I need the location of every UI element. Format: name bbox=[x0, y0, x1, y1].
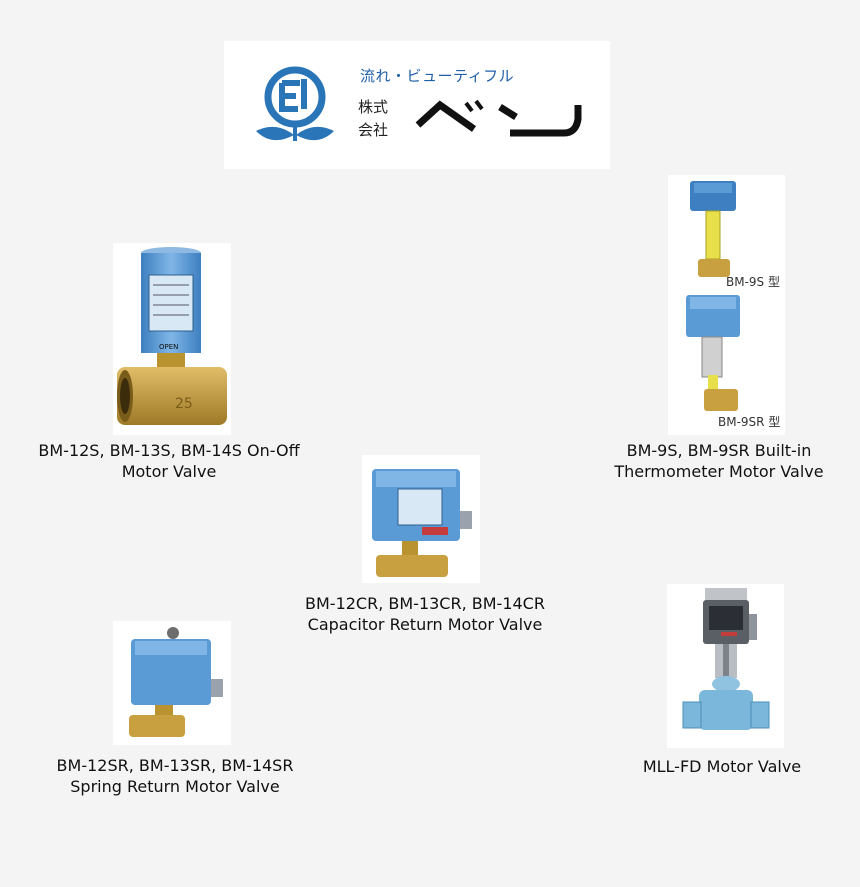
type-label-bm-9s: BM-9S 型 bbox=[726, 275, 780, 289]
mll-fd-motor-valve-image bbox=[682, 588, 770, 730]
caption-line: BM-9S, BM-9SR Built-in bbox=[626, 441, 812, 460]
product-image-bm-12cr bbox=[362, 455, 480, 583]
size-mark: 25 bbox=[175, 396, 193, 412]
caption-line: Motor Valve bbox=[121, 462, 217, 481]
product-caption-bm-12s: BM-12S, BM-13S, BM-14S On-Off Motor Valv… bbox=[20, 440, 318, 482]
product-caption-bm-12cr: BM-12CR, BM-13CR, BM-14CR Capacitor Retu… bbox=[270, 593, 580, 635]
spring-return-valve-image bbox=[129, 627, 223, 737]
logo-wordmark bbox=[415, 99, 582, 137]
product-caption-bm-9s: BM-9S, BM-9SR Built-in Thermometer Motor… bbox=[588, 440, 850, 482]
logo-tagline: 流れ・ビューティフル bbox=[360, 67, 515, 85]
thermometer-motor-valve-image bbox=[686, 181, 740, 411]
product-image-bm-12s: OPEN 25 bbox=[113, 243, 231, 435]
product-image-mll-fd bbox=[667, 584, 784, 748]
caption-line: Thermometer Motor Valve bbox=[614, 462, 824, 481]
product-image-bm-12sr bbox=[113, 621, 231, 745]
caption-line: BM-12SR, BM-13SR, BM-14SR bbox=[56, 756, 294, 775]
logo-corporation-mark: 株式 会社 bbox=[358, 96, 398, 142]
product-caption-bm-12sr: BM-12SR, BM-13SR, BM-14SR Spring Return … bbox=[20, 755, 330, 797]
logo-kabushiki: 株式 bbox=[358, 98, 389, 116]
caption-line: BM-12CR, BM-13CR, BM-14CR bbox=[305, 594, 545, 613]
logo-kaisha: 会社 bbox=[358, 121, 389, 139]
open-label: OPEN bbox=[159, 343, 178, 351]
company-logo: 流れ・ビューティフル 株式 会社 bbox=[224, 41, 610, 169]
type-label-bm-9sr: BM-9SR 型 bbox=[718, 415, 781, 429]
caption-line: MLL-FD Motor Valve bbox=[642, 757, 802, 776]
product-image-bm-9s: BM-9S 型 BM-9SR 型 bbox=[668, 175, 785, 435]
caption-line: Spring Return Motor Valve bbox=[70, 777, 280, 796]
logo-emblem-icon bbox=[256, 66, 334, 141]
caption-line: Capacitor Return Motor Valve bbox=[307, 615, 543, 634]
capacitor-return-valve-image bbox=[372, 469, 472, 577]
motor-valve-image: OPEN 25 bbox=[117, 247, 227, 425]
product-caption-mll-fd: MLL-FD Motor Valve bbox=[592, 756, 852, 777]
caption-line: BM-12S, BM-13S, BM-14S On-Off bbox=[38, 441, 300, 460]
